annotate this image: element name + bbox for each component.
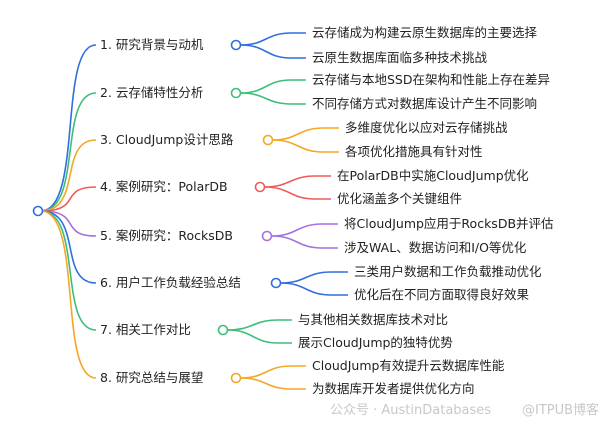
branch-label[interactable]: 5. 案例研究：RocksDB	[100, 228, 233, 243]
branch-node-icon[interactable]	[261, 230, 273, 242]
branch-node-icon[interactable]	[262, 134, 274, 146]
leaf-connector	[272, 127, 339, 141]
root-node-icon[interactable]	[32, 205, 44, 217]
leaf-connector	[240, 44, 306, 59]
leaf-label[interactable]: 为数据库开发者提供优化方向	[312, 381, 475, 396]
branch-connector	[40, 210, 97, 379]
leaf-connector	[272, 139, 339, 153]
leaf-label[interactable]: 不同存储方式对数据库设计产生不同影响	[312, 96, 538, 111]
leaf-connector	[264, 186, 331, 200]
leaf-label[interactable]: 云原生数据库面临多种技术挑战	[312, 50, 488, 65]
leaf-label[interactable]: 优化涵盖多个关键组件	[337, 191, 463, 206]
branch-connector	[40, 210, 97, 284]
branch-label[interactable]: 2. 云存储特性分析	[100, 85, 204, 100]
branch-label[interactable]: 3. CloudJump设计思路	[100, 132, 234, 147]
leaf-connector	[280, 282, 348, 296]
branch-connector	[40, 210, 97, 237]
branch-node-icon[interactable]	[230, 87, 242, 99]
branch-node-icon[interactable]	[230, 372, 242, 384]
leaf-label[interactable]: 展示CloudJump的独特优势	[298, 335, 453, 350]
branch-label[interactable]: 7. 相关工作对比	[100, 322, 191, 337]
leaf-label[interactable]: 将CloudJump应用于RocksDB并评估	[344, 216, 554, 231]
branch-connector	[40, 139, 97, 212]
leaf-connector	[271, 223, 338, 237]
branch-node-icon[interactable]	[270, 277, 282, 289]
leaf-connector	[240, 92, 306, 105]
leaf-connector	[227, 319, 292, 331]
leaf-label[interactable]: 涉及WAL、数据访问和I/O等优化	[344, 240, 527, 255]
branch-connector	[40, 92, 97, 212]
leaf-connector	[240, 377, 306, 390]
branch-connector	[40, 186, 97, 212]
leaf-connector	[271, 235, 338, 249]
watermark-account: 公众号 · AustinDatabases	[330, 403, 492, 418]
branch-node-icon[interactable]	[217, 324, 229, 336]
leaf-label[interactable]: 云存储成为构建云原生数据库的主要选择	[312, 25, 538, 40]
watermark-site: @ITPUB博客	[522, 403, 600, 418]
branch-connector	[40, 44, 97, 212]
leaf-connector	[240, 365, 306, 379]
leaf-label[interactable]: 云存储与本地SSD在架构和性能上存在差异	[312, 72, 550, 87]
branch-label[interactable]: 1. 研究背景与动机	[100, 37, 204, 52]
branch-node-icon[interactable]	[230, 39, 242, 51]
leaf-connector	[227, 329, 292, 344]
leaf-label[interactable]: 各项优化措施具有针对性	[345, 144, 483, 159]
leaf-connector	[264, 175, 331, 188]
leaf-label[interactable]: 三类用户数据和工作负载推动优化	[354, 264, 542, 279]
branch-label[interactable]: 8. 研究总结与展望	[100, 370, 204, 385]
leaf-label[interactable]: CloudJump有效提升云数据库性能	[312, 358, 505, 373]
leaf-connector	[240, 32, 306, 46]
branch-label[interactable]: 6. 用户工作负载经验总结	[100, 275, 241, 290]
leaf-label[interactable]: 多维度优化以应对云存储挑战	[345, 120, 508, 135]
branch-connector	[40, 210, 97, 331]
leaf-label[interactable]: 在PolarDB中实施CloudJump优化	[337, 168, 529, 183]
leaf-label[interactable]: 与其他相关数据库技术对比	[298, 312, 449, 327]
leaf-connector	[280, 271, 348, 284]
branch-node-icon[interactable]	[254, 181, 266, 193]
leaf-label[interactable]: 优化后在不同方面取得良好效果	[354, 287, 530, 302]
branch-label[interactable]: 4. 案例研究：PolarDB	[100, 179, 228, 194]
leaf-connector	[240, 79, 306, 94]
